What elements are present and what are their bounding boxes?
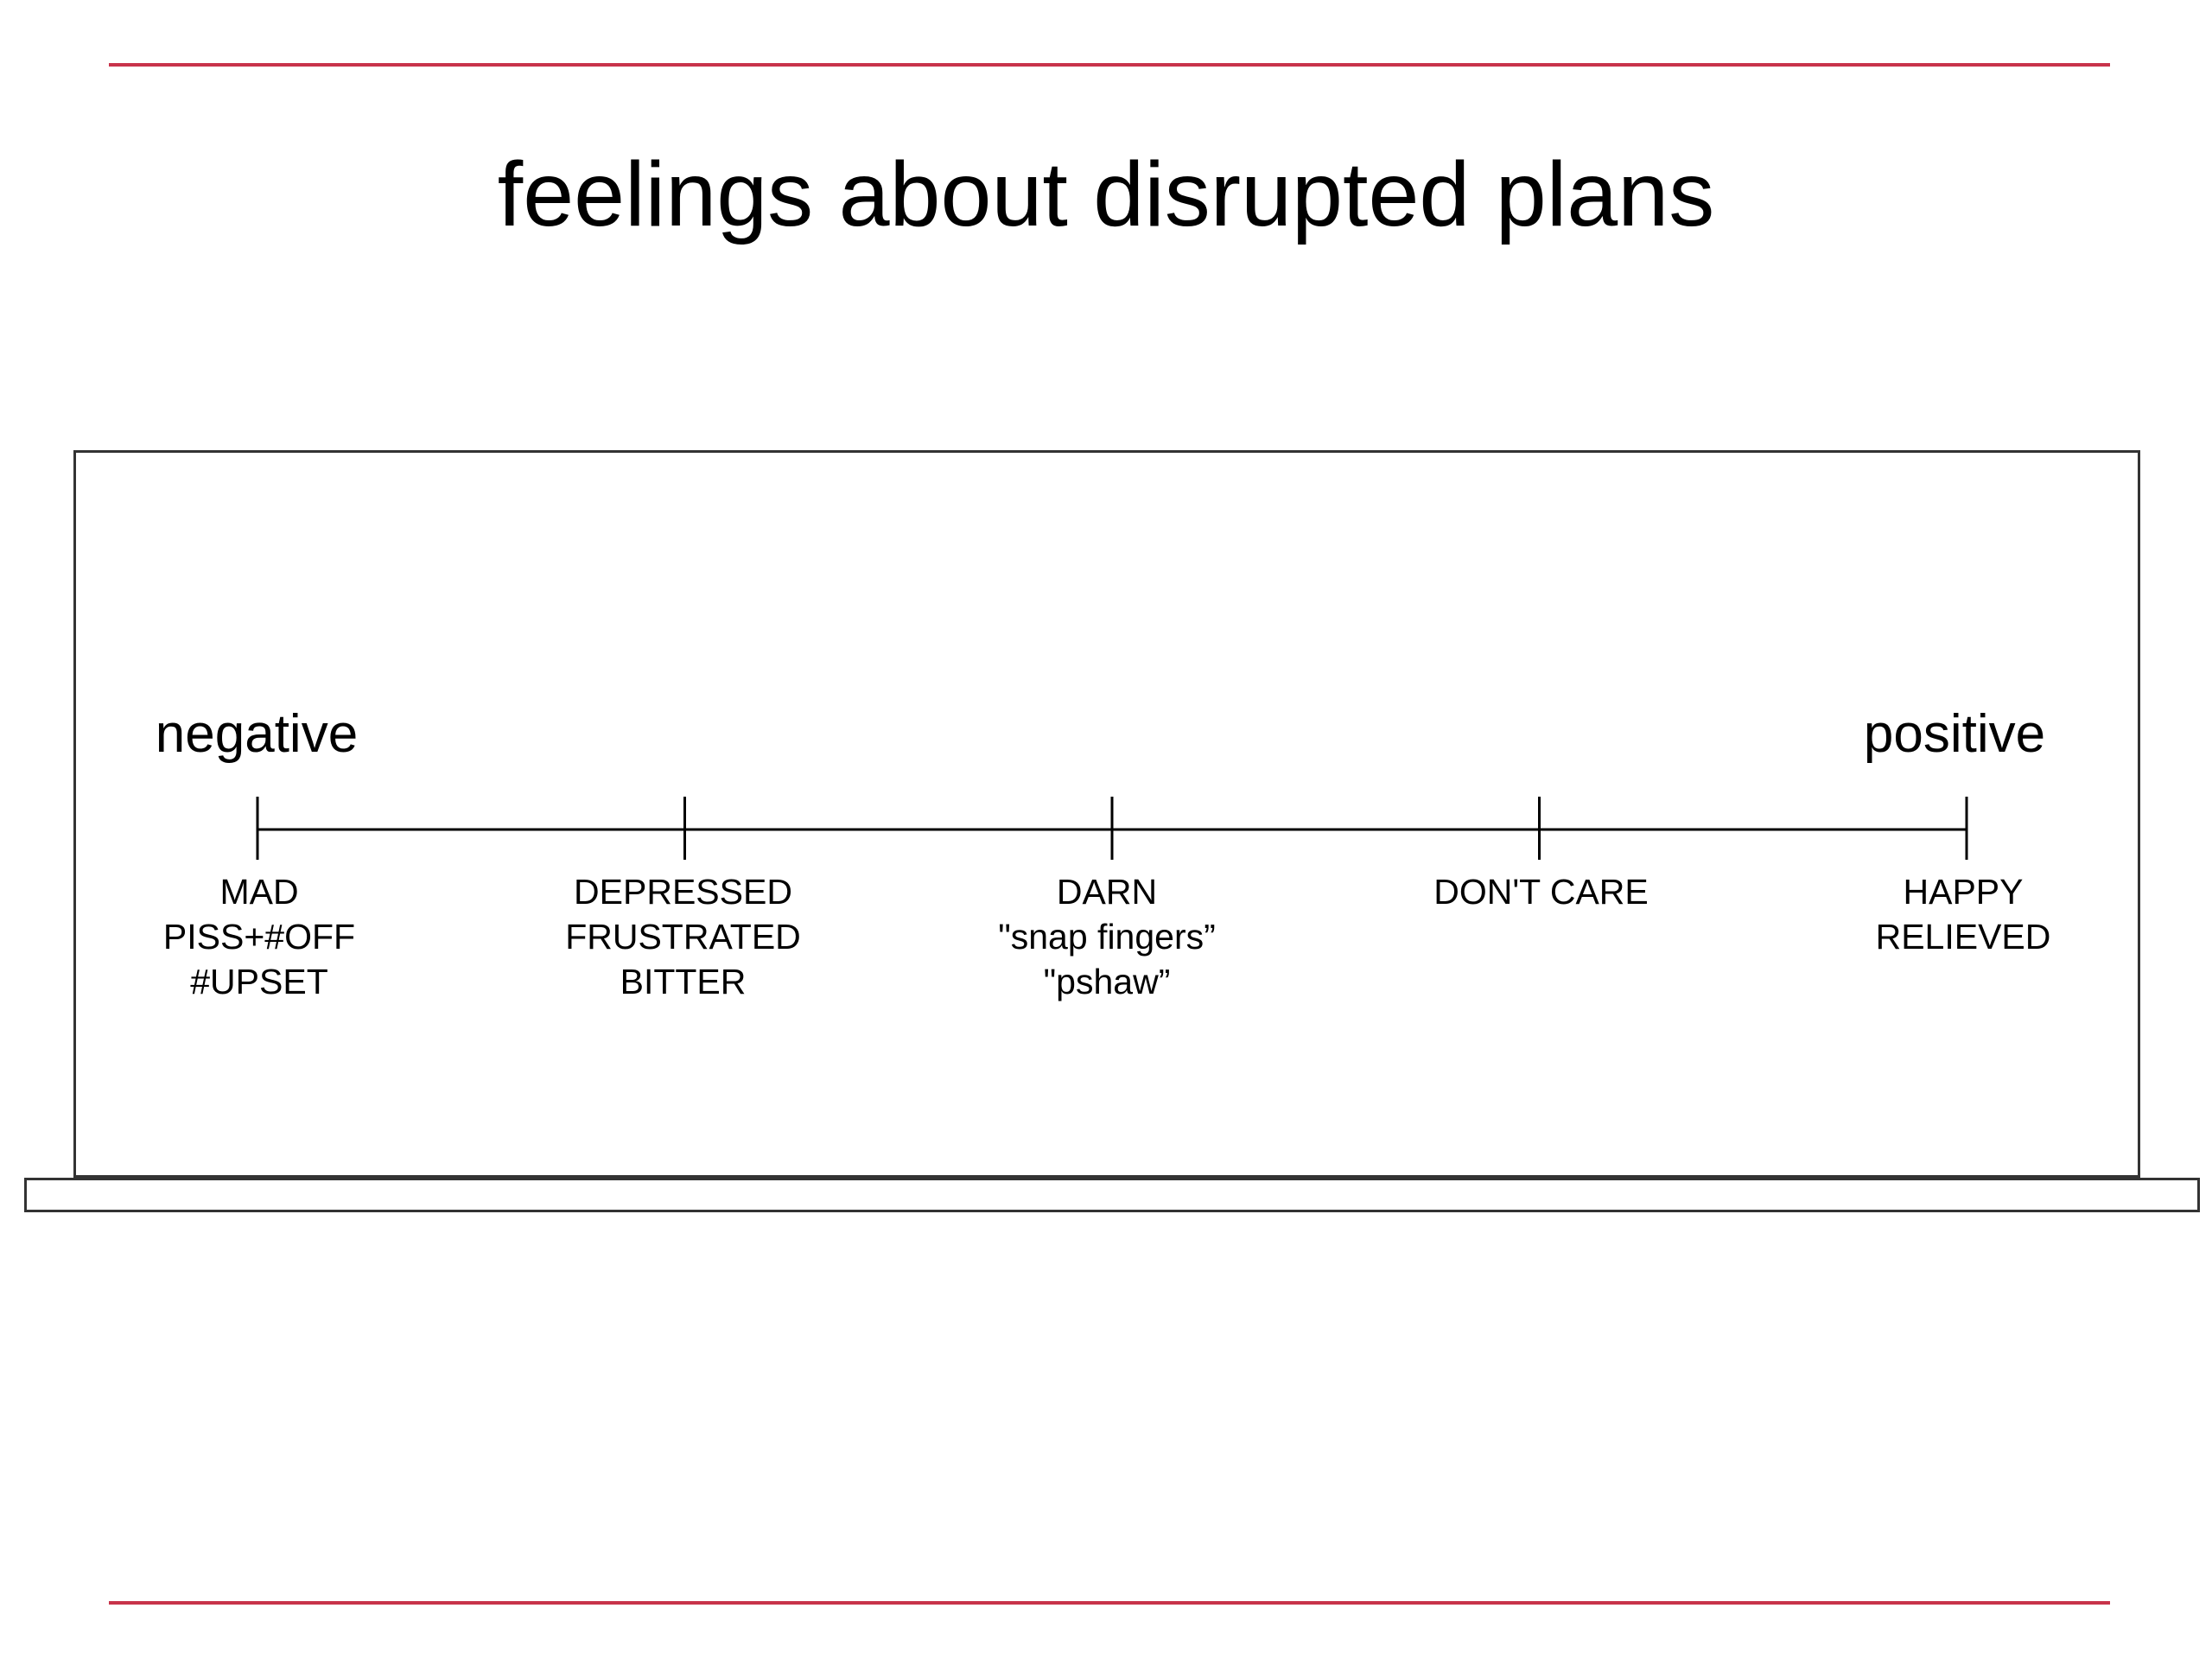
tick-label-1: MAD PISS+#OFF #UPSET: [95, 869, 423, 1004]
bottom-rule: [109, 1601, 2110, 1605]
tick-label-4: DON'T CARE: [1377, 869, 1706, 914]
whiteboard-tray: [24, 1178, 2200, 1212]
tick-label-line: DEPRESSED: [574, 872, 792, 912]
tick-label-line: FRUSTRATED: [565, 917, 801, 957]
axis-ticks: [256, 797, 1968, 860]
tick-label-2: DEPRESSED FRUSTRATED BITTER: [519, 869, 848, 1004]
slide-title: feelings about disrupted plans: [497, 143, 1715, 245]
negative-end-label: negative: [155, 704, 359, 764]
tick-label-line: HAPPY: [1903, 872, 2024, 912]
tick-label-line: MAD: [219, 872, 299, 912]
positive-end-label: positive: [1863, 704, 2046, 764]
tick-label-line: RELIEVED: [1875, 917, 2051, 957]
tick-label-line: "pshaw”: [1043, 962, 1171, 1001]
whiteboard-frame: [73, 450, 2140, 1178]
tick-label-line: "snap fingers”: [998, 917, 1216, 957]
tick-label-line: #UPSET: [190, 962, 328, 1001]
tick-label-line: DARN: [1056, 872, 1158, 912]
tick-label-line: DON'T CARE: [1433, 872, 1649, 912]
tick-label-5: HAPPY RELIEVED: [1799, 869, 2127, 959]
top-rule: [109, 63, 2110, 67]
tick-label-3: DARN "snap fingers” "pshaw”: [943, 869, 1271, 1004]
tick-label-line: BITTER: [620, 962, 747, 1001]
tick-label-line: PISS+#OFF: [162, 917, 356, 957]
